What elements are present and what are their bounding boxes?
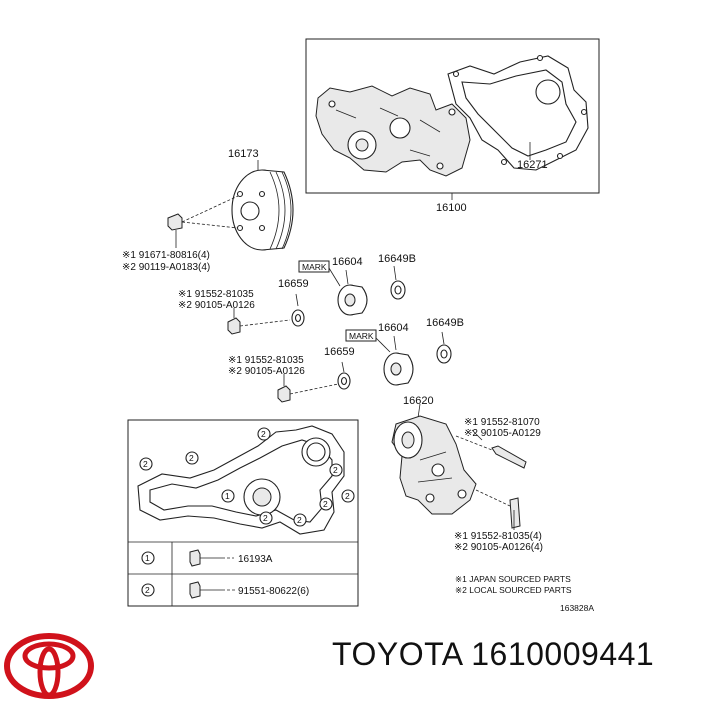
- belt-tensioner: [391, 403, 527, 530]
- mark-label-upper: MARK: [302, 262, 327, 272]
- idler-pulley-lower: [277, 329, 452, 403]
- pulley-bolt-japan: ※1 91671-80816(4): [122, 250, 210, 261]
- gasket-marker-h: 2: [323, 499, 328, 509]
- pump-cover-box: [127, 419, 359, 607]
- idler-lower-bolt-local: ※2 90105-A0126: [228, 366, 305, 377]
- tensioner-bolt-local: ※2 90105-A0129: [464, 428, 541, 439]
- idler-upper-bolt: [227, 317, 241, 335]
- legend-row-2-part: 91551-80622(6): [238, 586, 309, 597]
- part-16173-label: 16173: [228, 148, 259, 160]
- bracket-bolt-japan: ※1 91552-81035(4): [454, 531, 542, 542]
- part-16649b-label-lower: 16649B: [426, 317, 464, 329]
- pulley-bolt-local: ※2 90119-A0183(4): [122, 262, 210, 273]
- bracket-bolt-local: ※2 90105-A0126(4): [454, 542, 543, 553]
- gasket-marker-d: 1: [225, 491, 230, 501]
- water-pump-assembly-box: [305, 38, 600, 200]
- tensioner-bolt-japan: ※1 91552-81070: [464, 417, 540, 428]
- idler-upper-bolt-local: ※2 90105-A0126: [178, 300, 255, 311]
- pulley-bolt: [167, 213, 183, 231]
- idler-lower-bolt: [277, 385, 291, 403]
- legend-row-1-key: 1: [145, 553, 150, 563]
- figure-code: 163828A: [560, 603, 594, 613]
- gasket-marker-i: 2: [345, 491, 350, 501]
- gasket-marker-b: 2: [189, 453, 194, 463]
- gasket-marker-a: 2: [143, 459, 148, 469]
- part-16649b-label-upper: 16649B: [378, 253, 416, 265]
- part-16100-label: 16100: [436, 202, 467, 214]
- note-local-sourced: ※2 LOCAL SOURCED PARTS: [455, 585, 572, 595]
- idler-pulley-upper: [227, 260, 406, 335]
- part-16620-label: 16620: [403, 395, 434, 407]
- toyota-logo-icon: [4, 633, 94, 699]
- note-japan-sourced: ※1 JAPAN SOURCED PARTS: [455, 574, 571, 584]
- fan-pulley: [167, 160, 294, 251]
- idler-upper-bolt-japan: ※1 91552-81035: [178, 289, 254, 300]
- part-16659-label-lower: 16659: [324, 346, 355, 358]
- legend-row-2-key: 2: [145, 585, 150, 595]
- gasket-marker-e: 2: [263, 513, 268, 523]
- gasket-marker-c: 2: [261, 429, 266, 439]
- part-16271-label: 16271: [517, 159, 548, 171]
- footer-part-number: TOYOTA 1610009441: [332, 636, 655, 672]
- part-16604-label-lower: 16604: [378, 322, 409, 334]
- gasket-marker-f: 2: [297, 515, 302, 525]
- mark-label-lower: MARK: [349, 331, 374, 341]
- gasket-marker-g: 2: [333, 465, 338, 475]
- idler-lower-bolt-japan: ※1 91552-81035: [228, 355, 304, 366]
- part-16659-label-upper: 16659: [278, 278, 309, 290]
- legend-row-1-part: 16193A: [238, 554, 273, 565]
- part-16604-label-upper: 16604: [332, 256, 363, 268]
